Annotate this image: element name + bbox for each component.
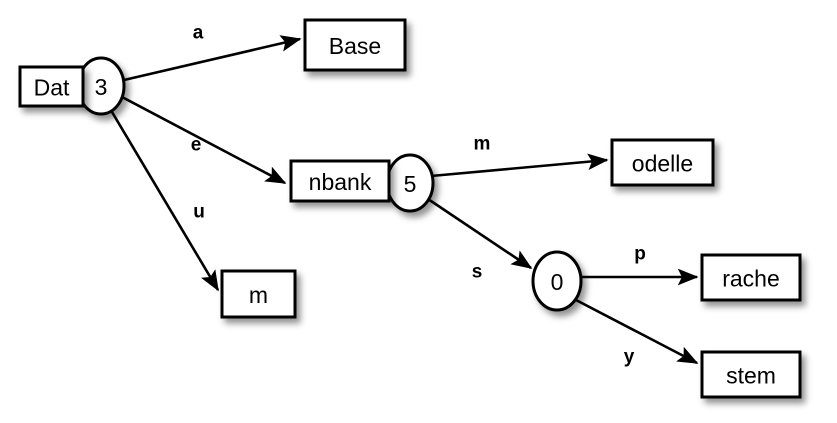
node-base[interactable]: Base [303,18,407,72]
edge-nbank-to-zero [427,197,533,270]
node-label-m_box: m [249,282,268,308]
node-shape-m_box [220,269,297,319]
node-stem[interactable]: stem [700,350,802,399]
edge-label-s: s [472,262,483,283]
node-shape-zero [531,250,583,312]
node-label-base: Base [329,33,381,59]
edge-nbank-to-odelle [430,153,609,178]
node-shape-dat [18,65,85,108]
nodes-layer: Dat 3 Base nbank 5 m odelle 0 rache stem [18,18,802,399]
edge-dat-to-nbank [121,95,287,185]
node-label-dat: Dat [34,75,70,101]
node-badge-label-nbank: 5 [404,171,417,197]
node-shape-base [303,18,407,72]
edge-dat-to-base [123,35,302,82]
node-shape-nbank [289,159,391,203]
node-label-rache: rache [722,266,780,292]
node-m_box[interactable]: m [220,269,297,319]
node-shape-stem [700,350,802,399]
node-zero[interactable]: 0 [531,250,583,312]
node-label-odelle: odelle [632,151,693,177]
node-shape-odelle [610,138,715,187]
edge-label-e: e [191,135,202,156]
edge-label-y: y [624,347,635,368]
edge-label-p: p [634,244,646,265]
edge-label-a: a [193,23,204,44]
edge-zero-to-stem [575,298,699,365]
node-odelle[interactable]: odelle [610,138,715,187]
node-badge-label-dat: 3 [95,74,108,100]
edge-labels-layer: a e u m s p y [191,23,646,368]
edges-layer [110,35,699,365]
node-label-nbank: nbank [309,169,372,195]
edge-dat-to-m_box [110,111,220,292]
edge-label-u: u [193,202,205,223]
node-nbank[interactable]: nbank 5 [289,153,435,213]
node-label-stem: stem [726,363,776,389]
edge-label-m: m [474,134,491,155]
node-rache[interactable]: rache [700,253,802,302]
node-shape-rache [700,253,802,302]
node-dat[interactable]: Dat 3 [18,56,126,116]
node-label-zero: 0 [551,269,564,295]
